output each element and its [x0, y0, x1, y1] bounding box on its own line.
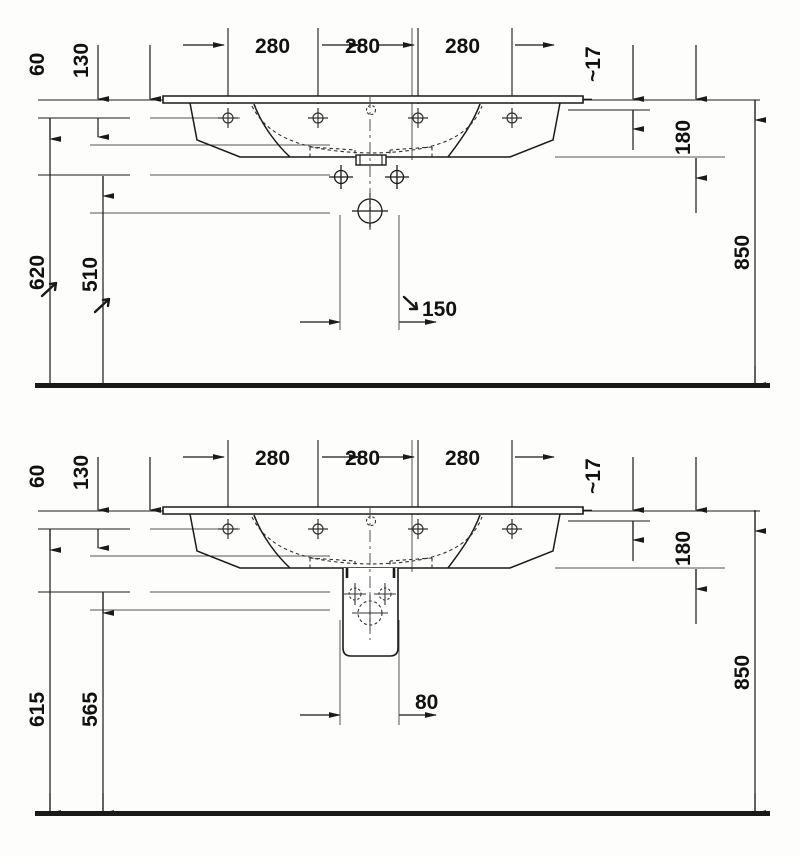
washbasin-body-top: [162, 95, 592, 232]
basin-rim-bottom: [162, 506, 584, 515]
washbasin-body-bottom: [162, 506, 592, 657]
dim-280-left-bottom: 280: [255, 447, 290, 470]
basin-right-inner-wall-bottom: [447, 514, 481, 569]
tap-hole-marker: [308, 108, 328, 128]
tap-hole-dimension-band-top: 280 280 280: [183, 28, 555, 160]
slope-arrow-150: [402, 295, 419, 311]
dim-180-bottom: 180: [672, 531, 695, 566]
dim-850-bottom: 850: [731, 655, 754, 690]
dim-60-bottom: 60: [26, 465, 49, 488]
tap-hole-markers-bottom: [218, 519, 522, 539]
dim-130-bottom: 130: [70, 455, 93, 490]
dim-130-top: 130: [70, 43, 93, 78]
hidden-fixing-hole: [344, 583, 366, 605]
tap-hole-dimension-band-bottom: 280 280 280: [183, 440, 555, 572]
basin-right-inner-wall: [447, 103, 481, 158]
dim-280-center-bottom: 280: [345, 447, 380, 470]
waste-outlet: [355, 154, 387, 166]
left-dimension-stack-bottom: 60 130 615 565: [26, 455, 330, 816]
tap-hole-markers-top: [218, 108, 522, 128]
right-dimension-stack-bottom: ~17 180 850: [555, 457, 766, 816]
overflow-hole: [365, 104, 377, 116]
dim-850-top: 850: [731, 235, 754, 270]
dim-150: 150: [422, 298, 457, 321]
dim-565: 565: [79, 692, 102, 727]
tap-hole-marker: [218, 519, 238, 539]
dim-280-center: 280: [345, 35, 380, 58]
view-bottom: 280 280 280 60 130 615: [26, 440, 770, 816]
basin-left-inner-wall-bottom: [253, 514, 291, 569]
tap-hole-marker: [502, 108, 522, 128]
dim-180-top: 180: [672, 120, 695, 155]
basin-left-inner-wall: [253, 103, 291, 158]
basin-hidden-bowl-bottom: [251, 516, 483, 565]
dim-17-bottom: ~17: [582, 458, 605, 494]
dim-615: 615: [26, 692, 49, 727]
dim-510: 510: [79, 257, 102, 292]
view-top: 280 280 280 60 130 620: [26, 28, 770, 388]
tap-hole-marker: [502, 519, 522, 539]
hidden-fixing-hole: [374, 583, 396, 605]
inner-dimension-80: 80: [300, 620, 438, 725]
tap-hole-marker: [218, 108, 238, 128]
dim-280-right-bottom: 280: [445, 447, 480, 470]
dim-17-top: ~17: [582, 46, 605, 82]
basin-rim: [162, 95, 584, 104]
right-dimension-stack-top: ~17 180 850: [555, 45, 766, 388]
dim-280-right: 280: [445, 35, 480, 58]
left-dimension-stack-top: 60 130 620 510: [26, 43, 330, 386]
slope-arrow-510: [93, 297, 111, 314]
dim-620: 620: [26, 255, 49, 290]
floor-line-top: [35, 383, 770, 388]
basin-hidden-bowl: [251, 105, 483, 154]
fixing-hole: [329, 165, 353, 189]
inner-dimension-150: 150: [300, 215, 457, 330]
fixing-hole-markers-top: [329, 165, 409, 229]
dim-280-left: 280: [255, 35, 290, 58]
fixing-hole: [385, 165, 409, 189]
tap-hole-marker: [308, 519, 328, 539]
slope-arrow-620: [40, 281, 58, 298]
dim-80: 80: [415, 691, 438, 714]
overflow-hole-bottom: [365, 515, 377, 527]
floor-line-bottom: [35, 811, 770, 816]
tap-hole-marker: [408, 519, 428, 539]
dim-60-top: 60: [26, 53, 49, 76]
tap-hole-marker: [408, 108, 428, 128]
